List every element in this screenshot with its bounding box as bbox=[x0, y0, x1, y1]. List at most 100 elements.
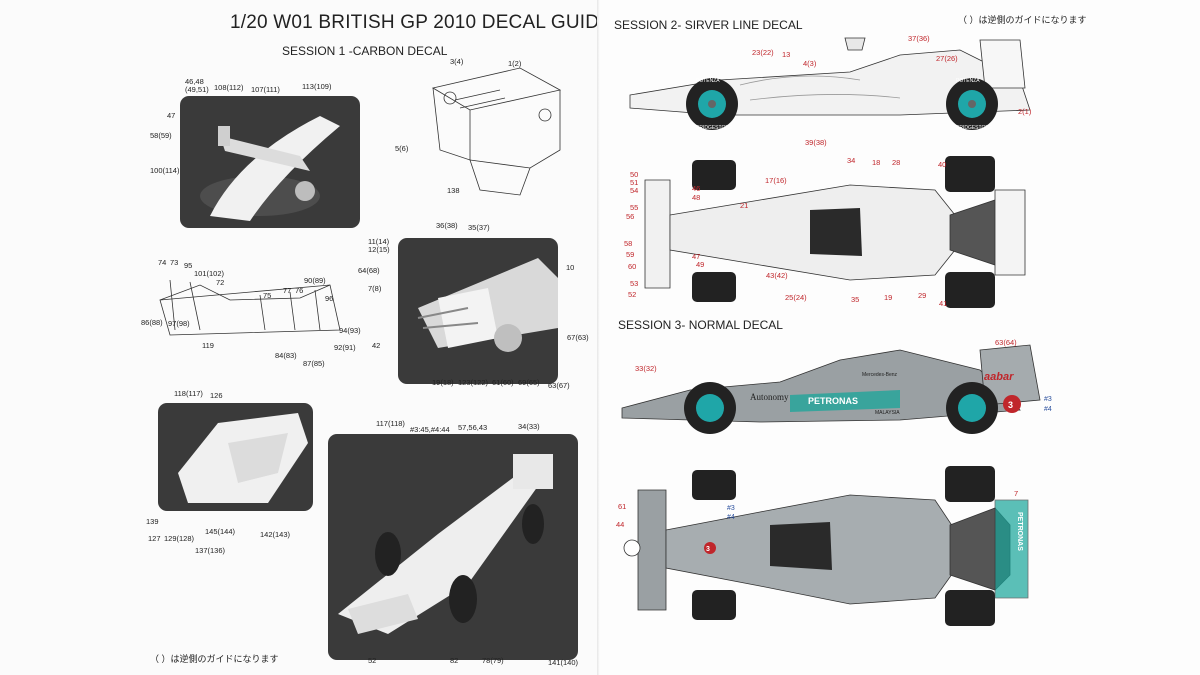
svg-text:aabar: aabar bbox=[984, 371, 1014, 383]
svg-text:1(2): 1(2) bbox=[508, 59, 522, 68]
svg-text:7(8): 7(8) bbox=[368, 284, 382, 293]
svg-text:3: 3 bbox=[706, 546, 710, 553]
svg-text:34(33): 34(33) bbox=[518, 422, 540, 431]
svg-text:58(59): 58(59) bbox=[150, 131, 172, 140]
svg-text:#3: #3 bbox=[727, 505, 735, 512]
svg-text:PETRONAS: PETRONAS bbox=[1016, 512, 1023, 551]
svg-text:(49,51): (49,51) bbox=[185, 85, 209, 94]
svg-text:BRIDGESTONE: BRIDGESTONE bbox=[956, 125, 993, 131]
svg-text:#4: #4 bbox=[727, 514, 735, 521]
svg-text:42: 42 bbox=[372, 341, 380, 350]
svg-text:35: 35 bbox=[851, 295, 859, 304]
svg-text:39(38): 39(38) bbox=[805, 138, 827, 147]
svg-text:138: 138 bbox=[447, 186, 460, 195]
svg-text:56: 56 bbox=[626, 212, 634, 221]
svg-text:60: 60 bbox=[628, 262, 636, 271]
svg-text:127: 127 bbox=[148, 534, 161, 543]
svg-text:101(102): 101(102) bbox=[194, 269, 225, 278]
svg-text:58: 58 bbox=[624, 239, 632, 248]
svg-text:74: 74 bbox=[158, 258, 166, 267]
right-page: （ ）は逆側のガイドになります SESSION 2- SIRVER LINE D… bbox=[600, 0, 1200, 675]
svg-text:29: 29 bbox=[918, 291, 926, 300]
complete-car-photo bbox=[328, 434, 578, 660]
s2-top-view bbox=[644, 156, 1026, 308]
s3-top-view bbox=[623, 466, 1029, 626]
svg-text:73: 73 bbox=[170, 258, 178, 267]
svg-text:48: 48 bbox=[692, 193, 700, 202]
section-3-heading: SESSION 3- NORMAL DECAL bbox=[618, 318, 783, 332]
svg-text:#4: #4 bbox=[1044, 406, 1052, 413]
svg-text:118(117): 118(117) bbox=[174, 389, 203, 398]
svg-text:3: 3 bbox=[1008, 400, 1013, 410]
svg-text:23(22): 23(22) bbox=[752, 48, 774, 57]
svg-text:95: 95 bbox=[184, 261, 192, 270]
svg-text:96: 96 bbox=[325, 294, 333, 303]
svg-text:117(118): 117(118) bbox=[376, 419, 405, 428]
svg-text:#3: #3 bbox=[1044, 396, 1052, 403]
svg-text:41: 41 bbox=[939, 299, 947, 308]
svg-text:44: 44 bbox=[616, 520, 624, 529]
svg-text:107(111): 107(111) bbox=[251, 85, 280, 94]
sidepod-photo bbox=[398, 238, 558, 384]
left-photo-labels: 36(38) 35(37) 11(14) 12(15) 10 64(68) 7(… bbox=[146, 221, 589, 667]
svg-text:90(89): 90(89) bbox=[304, 276, 326, 285]
svg-text:21: 21 bbox=[740, 201, 748, 210]
svg-text:40: 40 bbox=[938, 160, 946, 169]
svg-text:78(79): 78(79) bbox=[482, 656, 504, 665]
svg-text:53: 53 bbox=[630, 279, 638, 288]
svg-text:3(4): 3(4) bbox=[450, 57, 464, 66]
svg-text:119: 119 bbox=[202, 341, 214, 350]
svg-text:43(42): 43(42) bbox=[766, 271, 788, 280]
svg-text:BRIDGESTONE: BRIDGESTONE bbox=[696, 125, 733, 131]
svg-text:123(122): 123(122) bbox=[458, 378, 489, 387]
svg-text:17(16): 17(16) bbox=[765, 176, 787, 185]
svg-text:27(26): 27(26) bbox=[936, 54, 958, 63]
svg-text:52: 52 bbox=[628, 290, 636, 299]
svg-text:2(1): 2(1) bbox=[1018, 107, 1032, 116]
svg-text:36(38): 36(38) bbox=[436, 221, 458, 230]
svg-text:#3:45,#4:44: #3:45,#4:44 bbox=[410, 425, 450, 434]
label-46-48: 46,48 bbox=[185, 77, 204, 86]
svg-text:139: 139 bbox=[146, 517, 159, 526]
svg-text:5(6): 5(6) bbox=[395, 144, 409, 153]
svg-text:55: 55 bbox=[630, 203, 638, 212]
svg-text:141(140): 141(140) bbox=[548, 658, 579, 667]
svg-text:61(60): 61(60) bbox=[492, 378, 514, 387]
rear-wing-drawing: 46,48 (49,51) 108(112) 107(111) 113(109)… bbox=[141, 57, 562, 368]
svg-text:126: 126 bbox=[210, 391, 223, 400]
svg-text:57,56,43: 57,56,43 bbox=[458, 423, 487, 432]
svg-text:72: 72 bbox=[216, 278, 224, 287]
svg-text:37(36): 37(36) bbox=[908, 34, 930, 43]
svg-text:69(65): 69(65) bbox=[518, 378, 540, 387]
svg-text:94(93): 94(93) bbox=[339, 326, 361, 335]
svg-text:113(109): 113(109) bbox=[302, 82, 332, 91]
svg-text:10: 10 bbox=[566, 263, 574, 272]
svg-text:49: 49 bbox=[696, 260, 704, 269]
svg-text:77: 77 bbox=[283, 286, 291, 295]
svg-text:92(91): 92(91) bbox=[334, 343, 356, 352]
svg-text:19(18): 19(18) bbox=[432, 378, 454, 387]
svg-text:28: 28 bbox=[892, 158, 900, 167]
svg-text:82: 82 bbox=[450, 656, 458, 665]
svg-text:7: 7 bbox=[1014, 489, 1018, 498]
svg-text:76: 76 bbox=[295, 286, 303, 295]
svg-text:52: 52 bbox=[368, 656, 376, 665]
svg-text:63(64): 63(64) bbox=[995, 338, 1017, 347]
svg-text:18: 18 bbox=[872, 158, 880, 167]
svg-text:POTENZA: POTENZA bbox=[956, 78, 980, 84]
svg-text:PETRONAS: PETRONAS bbox=[808, 396, 858, 406]
page-title: 1/20 W01 BRITISH GP 2010 DECAL GUIDE bbox=[230, 12, 600, 33]
section-2-heading: SESSION 2- SIRVER LINE DECAL bbox=[614, 18, 803, 32]
s2-rear-wheel bbox=[946, 78, 998, 130]
svg-text:11(14): 11(14) bbox=[368, 237, 390, 246]
svg-text:84(83): 84(83) bbox=[275, 351, 297, 360]
svg-text:142(143): 142(143) bbox=[260, 530, 291, 539]
svg-text:129(128): 129(128) bbox=[164, 534, 195, 543]
svg-text:67(63): 67(63) bbox=[567, 333, 589, 342]
svg-text:50: 50 bbox=[630, 170, 638, 179]
svg-text:75: 75 bbox=[263, 291, 271, 300]
svg-text:100(114): 100(114) bbox=[150, 166, 180, 175]
s3-side-view bbox=[621, 344, 1041, 434]
svg-text:12(15): 12(15) bbox=[368, 245, 390, 254]
svg-text:19: 19 bbox=[884, 293, 892, 302]
